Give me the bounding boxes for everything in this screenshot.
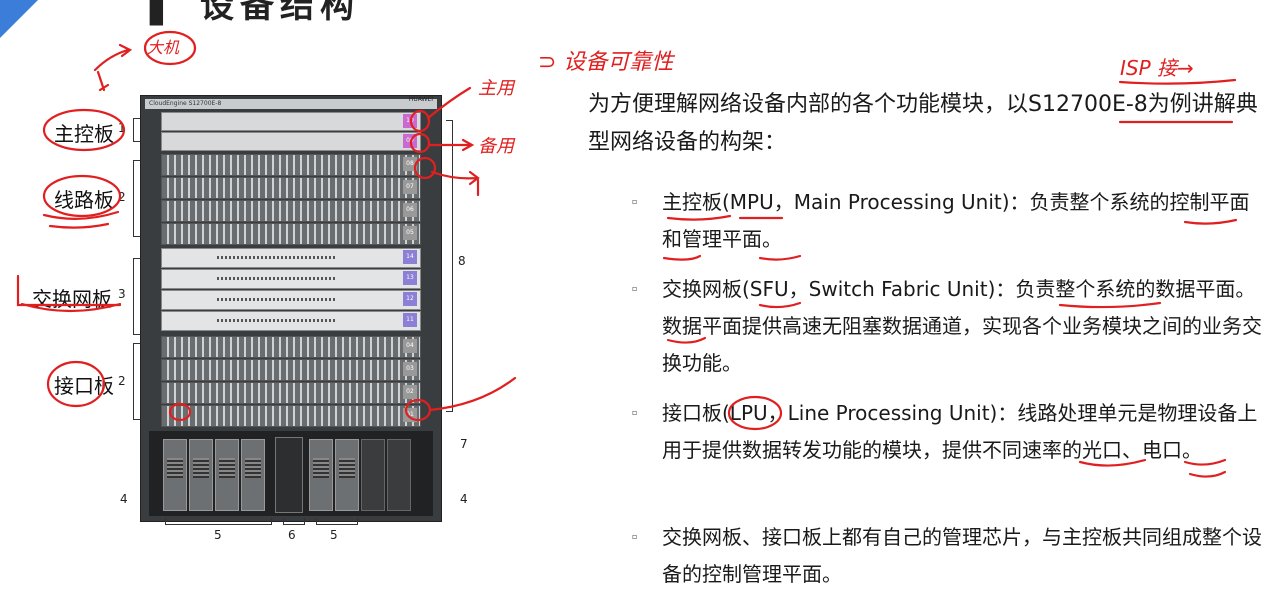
ink-arrow-interface	[428, 376, 517, 412]
sfu-board-14: 14	[161, 248, 421, 268]
bracket-right	[446, 120, 453, 412]
bracket-mpu	[133, 118, 140, 142]
slot-num: 11	[403, 313, 417, 327]
label-line-card: 线路板	[54, 188, 114, 212]
callout-4-left: 4	[120, 492, 128, 506]
device-chassis: CloudEngine S12700E-8 HUAWEI 10 09 08 07…	[140, 95, 442, 522]
sfu-board-13: 13	[161, 269, 421, 289]
ink-underline	[1188, 470, 1227, 478]
label-interface: 接口板	[54, 374, 114, 398]
bullet-sfu: 交换网板(SFU，Switch Fabric Unit)：负责整个系统的数据平面…	[662, 277, 1262, 375]
bullet-management: 交换网板、接口板上都有自己的管理芯片，与主控板共同组成整个设备的控制管理平面。	[662, 525, 1262, 586]
lpu-board-05: 05	[161, 223, 421, 245]
ink-underline	[48, 222, 110, 229]
bullet-marker: ▫	[632, 197, 638, 206]
callout-7: 7	[460, 437, 468, 451]
callout-5b: 5	[330, 528, 338, 542]
bullet-lpu: 接口板(LPU，Line Processing Unit)：线路处理单元是物理设…	[662, 401, 1258, 462]
fan-module	[275, 437, 303, 513]
blank-panel	[361, 439, 385, 511]
bullet-mpu: 主控板(MPU，Main Processing Unit)：负责整个系统的控制平…	[662, 190, 1250, 251]
slot-num: 09	[403, 134, 417, 148]
bullet-marker: ▫	[632, 532, 638, 541]
slot-num: 08	[403, 157, 417, 171]
slot-num: 01	[403, 408, 417, 422]
slot-num: 14	[403, 250, 417, 264]
sfu-board-12: 12	[161, 290, 421, 310]
bracket-bottom-5a	[165, 518, 272, 525]
lpu-board-08: 08	[161, 154, 421, 176]
psu-module	[335, 439, 359, 511]
callout-4-right: 4	[460, 492, 468, 506]
callout-8: 8	[458, 254, 466, 268]
power-fan-area	[149, 431, 433, 516]
bracket-lpu-bottom	[133, 343, 140, 420]
ink-arrow-head	[118, 43, 133, 58]
bracket-sfu	[133, 258, 140, 335]
slot-num: 06	[403, 203, 417, 217]
lpu-board-04: 04	[161, 336, 421, 358]
lpu-board-02: 02	[161, 382, 421, 404]
handwrite-isp: ISP 接→	[1120, 56, 1194, 80]
handwrite-big-machine: 大机	[147, 38, 180, 57]
mpu-board-09: 09	[161, 132, 421, 151]
callout-2-bottom: 2	[118, 374, 126, 388]
mpu-board-10: 10	[161, 112, 421, 131]
psu-module	[241, 439, 265, 511]
handwrite-standby: 备用	[478, 136, 514, 157]
bracket-lpu-top	[133, 160, 140, 237]
handwrite-reliability: ⊃ 设备可靠性	[538, 50, 674, 75]
callout-5a: 5	[214, 528, 222, 542]
ink-arrow	[93, 48, 130, 72]
lpu-board-07: 07	[161, 177, 421, 199]
callout-3: 3	[118, 287, 126, 301]
slot-num: 07	[403, 180, 417, 194]
callout-2-top: 2	[118, 190, 126, 204]
label-sfu: 交换网板	[32, 287, 112, 311]
slot-num: 10	[403, 114, 417, 128]
slot-num: 05	[403, 226, 417, 240]
ink-arrow	[96, 70, 110, 92]
chassis-brand: HUAWEI	[408, 96, 433, 103]
psu-module	[189, 439, 213, 511]
blank-panel	[387, 439, 411, 511]
slot-num: 02	[403, 385, 417, 399]
lpu-board-06: 06	[161, 200, 421, 222]
sfu-board-11: 11	[161, 311, 421, 331]
slot-num: 12	[403, 292, 417, 306]
slot-num: 04	[403, 339, 417, 353]
corner-marker	[0, 0, 38, 38]
psu-module	[163, 439, 187, 511]
lpu-board-01: 01	[161, 405, 421, 427]
bullet-marker: ▫	[632, 284, 638, 293]
lpu-board-03: 03	[161, 359, 421, 381]
label-mpu: 主控板	[54, 122, 114, 146]
intro-paragraph: 为方便理解网络设备内部的各个功能模块，以S12700E-8为例讲解典型网络设备的…	[588, 92, 1258, 155]
callout-1: 1	[118, 121, 126, 135]
callout-6: 6	[288, 528, 296, 542]
psu-module	[215, 439, 239, 511]
slide-title: ▌ 设备结构	[150, 0, 360, 26]
bracket-bottom-5b	[316, 518, 358, 525]
chassis-model-label: CloudEngine S12700E-8	[145, 99, 437, 109]
bracket-bottom-6	[283, 518, 305, 525]
psu-module	[309, 439, 333, 511]
slot-num: 13	[403, 271, 417, 285]
handwrite-main: 主用	[478, 78, 514, 99]
slot-num: 03	[403, 362, 417, 376]
bullet-marker: ▫	[632, 408, 638, 417]
ink-underline	[42, 210, 120, 220]
